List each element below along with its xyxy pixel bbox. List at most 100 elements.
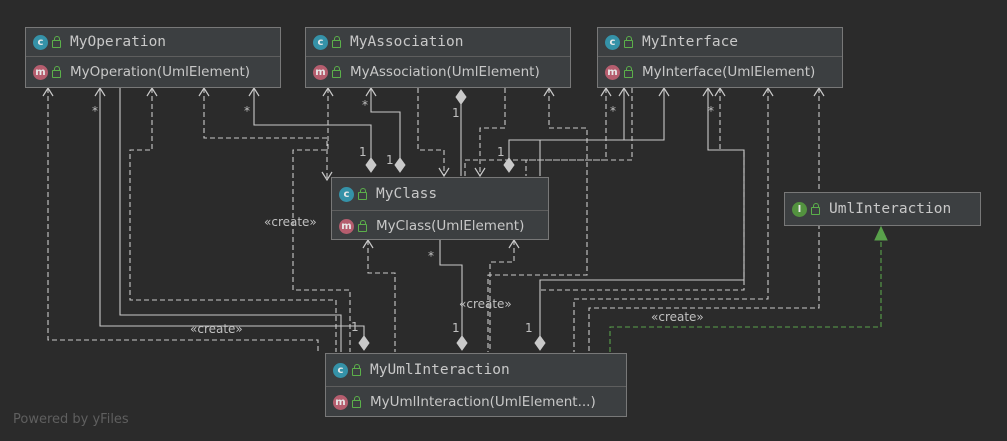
- multiplicity-many: *: [610, 104, 616, 118]
- edge-assoc: [99, 88, 365, 336]
- arrowhead: [714, 86, 726, 97]
- public-lock-icon: [332, 36, 341, 48]
- multiplicity-one: 1: [386, 153, 394, 167]
- class-icon: c: [605, 34, 620, 50]
- arrowhead: [474, 167, 486, 178]
- arrowhead: [762, 86, 774, 97]
- public-lock-icon: [52, 36, 61, 48]
- edge-dep: [367, 240, 396, 352]
- arrowhead: [362, 238, 374, 249]
- multiplicity-one: 1: [452, 321, 460, 335]
- arrowhead: [146, 86, 158, 97]
- class-member[interactable]: m MyUmlInteraction(UmlElement...): [326, 387, 626, 417]
- public-lock-icon: [358, 220, 367, 232]
- class-member[interactable]: m MyClass(UmlElement): [332, 211, 548, 241]
- watermark: Powered by yFiles: [13, 412, 129, 427]
- edge-assoc: [439, 240, 463, 336]
- method-icon: m: [33, 64, 48, 80]
- public-lock-icon: [624, 66, 633, 78]
- class-node-myassociation[interactable]: c MyAssociation m MyAssociation(UmlEleme…: [305, 27, 571, 88]
- class-member[interactable]: m MyAssociation(UmlElement): [306, 57, 570, 87]
- diamond: [456, 335, 468, 351]
- edge-dep: [540, 88, 745, 291]
- edge-dep: [479, 88, 506, 176]
- multiplicity-one: 1: [452, 106, 460, 120]
- arrowhead: [813, 86, 825, 97]
- class-header: c MyInterface: [598, 28, 842, 57]
- edge-assoc: [253, 88, 372, 158]
- diamond: [455, 89, 467, 105]
- diamond: [503, 157, 515, 173]
- interface-node-umlinteraction[interactable]: I UmlInteraction: [784, 192, 981, 226]
- class-name: MyOperation: [70, 34, 167, 50]
- diamond: [365, 157, 377, 173]
- create-label: «create»: [190, 322, 243, 336]
- class-name: MyAssociation: [350, 34, 464, 50]
- arrowhead: [248, 86, 260, 97]
- class-node-myumlinteraction[interactable]: c MyUmlInteraction m MyUmlInteraction(Um…: [325, 353, 627, 417]
- create-label: «create»: [459, 297, 512, 311]
- edge-realization: [609, 240, 882, 352]
- class-header: c MyAssociation: [306, 28, 570, 57]
- multiplicity-one: 1: [351, 320, 359, 334]
- realization-arrowhead: [874, 225, 888, 241]
- multiplicity-one: 1: [497, 145, 505, 159]
- arrowhead: [321, 171, 333, 182]
- class-icon: c: [33, 34, 48, 50]
- arrowhead: [702, 86, 714, 97]
- edge-assoc: [539, 88, 665, 176]
- edge-dep: [487, 88, 588, 352]
- multiplicity-one: 1: [525, 321, 533, 335]
- edge-dep: [417, 88, 445, 176]
- multiplicity-many: *: [244, 104, 250, 118]
- edge-dep: [588, 88, 820, 352]
- public-lock-icon: [624, 36, 633, 48]
- class-node-myclass[interactable]: c MyClass m MyClass(UmlElement): [331, 177, 549, 240]
- arrowhead: [543, 86, 555, 97]
- constructor-signature: MyOperation(UmlElement): [70, 64, 251, 80]
- class-member[interactable]: m MyInterface(UmlElement): [598, 57, 842, 87]
- diamond: [358, 335, 370, 351]
- arrowhead: [618, 86, 630, 97]
- multiplicity-many: *: [708, 104, 714, 118]
- class-icon: c: [333, 362, 348, 378]
- create-label: «create»: [264, 215, 317, 229]
- arrowhead: [322, 86, 334, 97]
- edge-dep: [47, 88, 319, 352]
- edge-assoc: [539, 88, 745, 336]
- class-header: c MyClass: [332, 178, 548, 211]
- public-lock-icon: [352, 396, 361, 408]
- class-name: MyInterface: [642, 34, 739, 50]
- multiplicity-many: *: [428, 249, 434, 263]
- create-label: «create»: [651, 310, 704, 324]
- class-member[interactable]: m MyOperation(UmlElement): [26, 57, 280, 87]
- public-lock-icon: [811, 203, 820, 215]
- constructor-signature: MyAssociation(UmlElement): [350, 64, 540, 80]
- public-lock-icon: [52, 66, 61, 78]
- method-icon: m: [333, 394, 348, 410]
- class-node-myoperation[interactable]: c MyOperation m MyOperation(UmlElement): [25, 27, 281, 88]
- edge-dep: [129, 88, 337, 352]
- interface-name: UmlInteraction: [829, 201, 952, 217]
- constructor-signature: MyUmlInteraction(UmlElement...): [370, 394, 596, 410]
- class-header: c MyOperation: [26, 28, 280, 57]
- diamond: [394, 157, 406, 173]
- multiplicity-one: 1: [359, 145, 367, 159]
- multiplicity-many: *: [362, 98, 368, 112]
- method-icon: m: [605, 64, 620, 80]
- edge-dep: [203, 88, 328, 180]
- arrowhead: [94, 86, 106, 97]
- edge-dep: [489, 240, 515, 352]
- edge-assoc: [508, 88, 625, 158]
- arrowhead: [365, 86, 377, 97]
- constructor-signature: MyClass(UmlElement): [376, 218, 525, 234]
- arrowhead: [438, 167, 450, 178]
- class-node-myinterface[interactable]: c MyInterface m MyInterface(UmlElement): [597, 27, 843, 88]
- public-lock-icon: [358, 188, 367, 200]
- edge-dep: [525, 88, 633, 176]
- class-icon: c: [339, 186, 354, 202]
- public-lock-icon: [332, 66, 341, 78]
- edge-dep: [573, 88, 769, 352]
- constructor-signature: MyInterface(UmlElement): [642, 64, 816, 80]
